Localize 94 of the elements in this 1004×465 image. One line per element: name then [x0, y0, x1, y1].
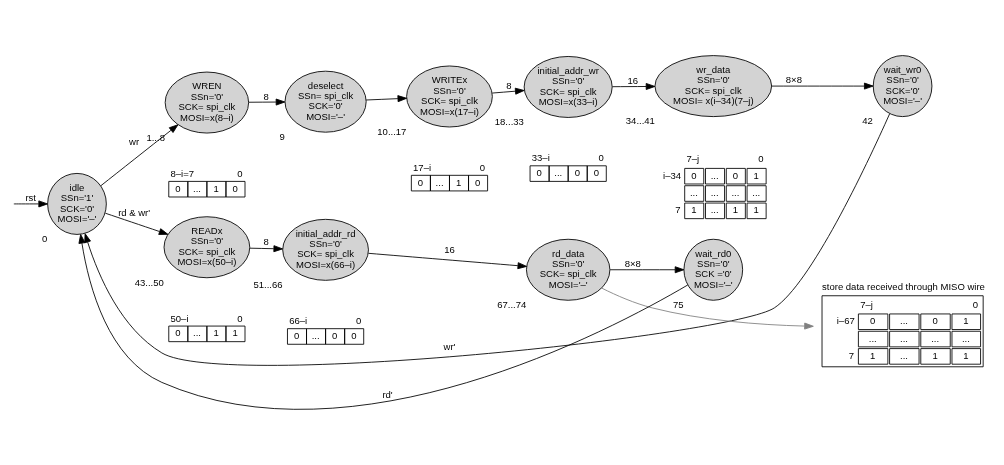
label: 0 [293, 329, 299, 341]
label: 0 [417, 176, 423, 188]
edge-label: 8 [263, 236, 269, 248]
edge-label: rst [24, 192, 36, 204]
edge-label: 8 [263, 90, 269, 102]
label: 66–i [288, 315, 307, 327]
label: 0 [593, 167, 599, 179]
arrow [600, 287, 814, 330]
arrow [609, 266, 684, 274]
edge-label: 8×8 [624, 257, 641, 269]
edge-label: wr' [443, 341, 455, 353]
label: 0 [355, 315, 361, 327]
arrow [104, 212, 168, 235]
label: ... [710, 204, 719, 216]
label: 7 [674, 204, 680, 216]
edge-label: rd & wr' [117, 206, 150, 218]
label: 1 [212, 327, 219, 339]
label: ... [751, 186, 760, 198]
node-ellipse: initial_addr_wr SSn='0' SCK= spi_clk MOSI=x(33–i) [523, 56, 613, 118]
label: 0 [331, 329, 337, 341]
arrow [83, 113, 890, 366]
node-label: 42 [861, 115, 873, 127]
node-ellipse: READx SSn='0' SCK= spi_clk MOSI=x(50–i) [163, 216, 250, 279]
label: 1 [690, 204, 696, 216]
node-circle: idle SSn='1' SCK='0' MOSI='–' [46, 172, 107, 235]
edge-label: wr [128, 135, 139, 147]
node-label: store data received through MISO wire [821, 280, 985, 292]
arrow [247, 98, 285, 106]
edge-label: rd' [381, 388, 393, 400]
node-label: 67...74 [496, 299, 526, 311]
label: ... [192, 182, 201, 194]
label: 0 [236, 167, 243, 179]
node-label: 10...17 [376, 125, 406, 137]
node-label: 34...41 [625, 115, 655, 127]
label: 0 [174, 327, 181, 339]
label: 1 [753, 169, 759, 181]
label: 0 [690, 169, 696, 181]
node-circle: wait_wr0 SSn='0' SCK='0' MOSI='–' [872, 55, 932, 118]
arrow [365, 95, 407, 103]
label: ... [710, 186, 719, 198]
arrow [770, 82, 874, 90]
arrow [77, 234, 688, 410]
label: 0 [732, 169, 738, 181]
arrow [611, 83, 655, 90]
node-label: 75 [672, 299, 684, 311]
edge-label: 16 [443, 244, 455, 256]
label: 0 [474, 176, 480, 188]
arrow [367, 252, 527, 270]
label: 1 [231, 327, 238, 339]
label: 1 [753, 204, 759, 216]
node-ellipse: wr_data SSn='0' SCK= spi_clk MOSI= x(i–34)(7–j) [654, 55, 772, 118]
label: 0 [479, 161, 485, 173]
label: 1 [732, 204, 738, 216]
label: 0 [597, 152, 604, 164]
node-label: 0 [41, 233, 47, 245]
label: i–34 [662, 169, 681, 181]
label: ... [192, 327, 201, 339]
label: 0 [574, 167, 580, 179]
arrow [12, 200, 48, 208]
arrow [491, 87, 525, 95]
label: 8–i=7 [170, 167, 194, 179]
node-ellipse: WRITEx SSn='0' SCK= spi_clk MOSI=x(17–i) [405, 65, 493, 128]
node-label: 9 [278, 130, 285, 142]
node-label: 51...66 [252, 279, 283, 291]
label: 7–j [685, 153, 699, 165]
label: 17–i [412, 161, 431, 173]
label: 0 [536, 167, 542, 179]
label: 0 [174, 182, 181, 194]
label: ... [553, 167, 562, 179]
label: ... [730, 186, 739, 198]
label: 33–i [531, 152, 550, 164]
label: ... [710, 169, 719, 181]
label: 50–i [170, 312, 189, 324]
node-ellipse: deselect SSn= spi_clk SCK='0' MOSI='–' [284, 70, 367, 133]
arrow [99, 124, 178, 187]
label: 0 [231, 182, 238, 194]
node-label: 18...33 [494, 116, 524, 128]
label: ... [435, 176, 444, 188]
node-ellipse: rd_data SSn='0' SCK= spi_clk MOSI='–' [525, 238, 610, 301]
edge-label: 8 [505, 80, 511, 92]
label: 1 [212, 182, 219, 194]
node-label: 43...50 [134, 276, 164, 288]
label: 0 [236, 312, 243, 324]
edge-label: 16 [626, 75, 638, 87]
arrow [249, 245, 283, 253]
edge-label: 8×8 [785, 74, 802, 86]
label: 1 [455, 176, 461, 188]
label: 0 [350, 329, 356, 341]
node-label: 1...8 [145, 131, 165, 143]
node-ellipse: initial_addr_rd SSn='0' SCK= spi_clk MOSI=x(66–i) [281, 218, 369, 281]
label: ... [689, 186, 698, 198]
label: 0 [757, 153, 764, 165]
label: ... [311, 329, 320, 341]
node-circle: wait_rd0 SSn='0' SCK ='0' MOSI='–' [683, 238, 743, 301]
